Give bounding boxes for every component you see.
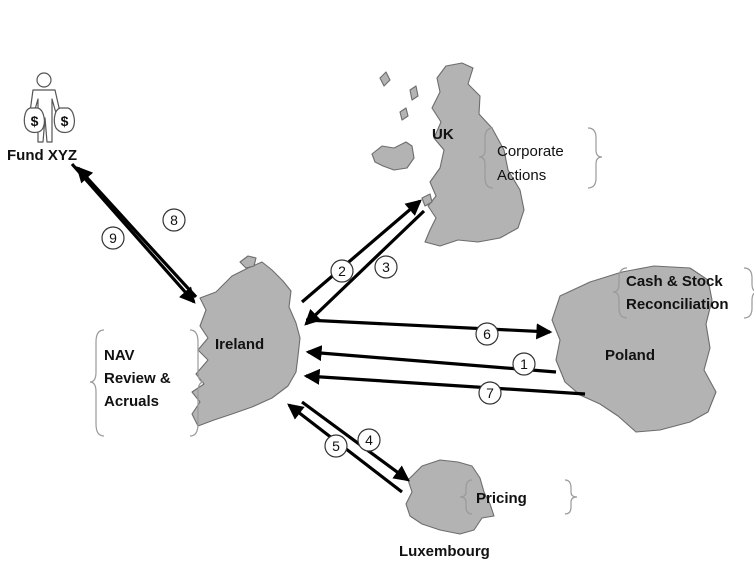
step-number-9: 9 <box>109 230 117 246</box>
poland-label: Poland <box>605 347 655 364</box>
arrow-step-4 <box>301 400 410 482</box>
step-number-3: 3 <box>382 259 390 275</box>
step-number-4: 4 <box>365 432 373 448</box>
ireland-role-line-3: Acruals <box>104 393 159 410</box>
uk-role-brace-right <box>587 127 603 189</box>
money-bag-right-icon: $ <box>53 107 75 134</box>
step-badge-7: 7 <box>478 381 502 405</box>
ireland-map <box>191 255 301 427</box>
step-badge-6: 6 <box>475 322 499 346</box>
step-badge-2: 2 <box>330 259 354 283</box>
arrow-step-6 <box>305 318 553 340</box>
step-badge-3: 3 <box>374 255 398 279</box>
ireland-role-line-1: NAV <box>104 347 135 364</box>
luxembourg-role-brace-right <box>564 479 578 515</box>
money-bag-right-symbol: $ <box>61 113 69 129</box>
step-badge-9: 9 <box>101 226 125 250</box>
step-number-1: 1 <box>520 356 528 372</box>
step-number-5: 5 <box>332 438 340 454</box>
arrow-step-8 <box>76 166 198 299</box>
step-badge-1: 1 <box>512 352 536 376</box>
luxembourg-role-brace-left <box>459 479 473 515</box>
luxembourg-label: Luxembourg <box>399 543 490 560</box>
money-bag-left-icon: $ <box>23 107 45 134</box>
ireland-label: Ireland <box>215 336 264 353</box>
step-number-7: 7 <box>486 385 494 401</box>
poland-role-brace-right <box>743 267 754 319</box>
step-badge-5: 5 <box>324 434 348 458</box>
money-bag-left-symbol: $ <box>31 113 39 129</box>
luxembourg-role-line-1: Pricing <box>476 490 527 507</box>
poland-role-line-2: Reconciliation <box>626 296 729 313</box>
step-number-6: 6 <box>483 326 491 342</box>
step-badge-4: 4 <box>357 428 381 452</box>
arrow-step-2 <box>300 199 422 304</box>
ireland-role-line-2: Review & <box>104 370 171 387</box>
uk-label: UK <box>432 126 454 143</box>
poland-role-brace-left <box>612 267 628 319</box>
luxembourg-map <box>405 459 495 535</box>
ireland-role-brace-right <box>189 329 205 437</box>
poland-map <box>551 265 717 433</box>
uk-role-brace-left <box>478 127 494 189</box>
arrow-step-3 <box>304 209 426 326</box>
ireland-role-brace-left <box>89 329 105 437</box>
arrow-step-7 <box>303 368 586 396</box>
step-number-8: 8 <box>170 212 178 228</box>
uk-role-line-2: Actions <box>497 167 546 184</box>
step-number-2: 2 <box>338 263 346 279</box>
fund-label: Fund XYZ <box>7 147 77 164</box>
poland-role-line-1: Cash & Stock <box>626 273 723 290</box>
uk-role-line-1: Corporate <box>497 143 564 160</box>
arrow-step-9 <box>70 162 196 304</box>
uk-map <box>371 62 525 247</box>
step-badge-8: 8 <box>162 208 186 232</box>
